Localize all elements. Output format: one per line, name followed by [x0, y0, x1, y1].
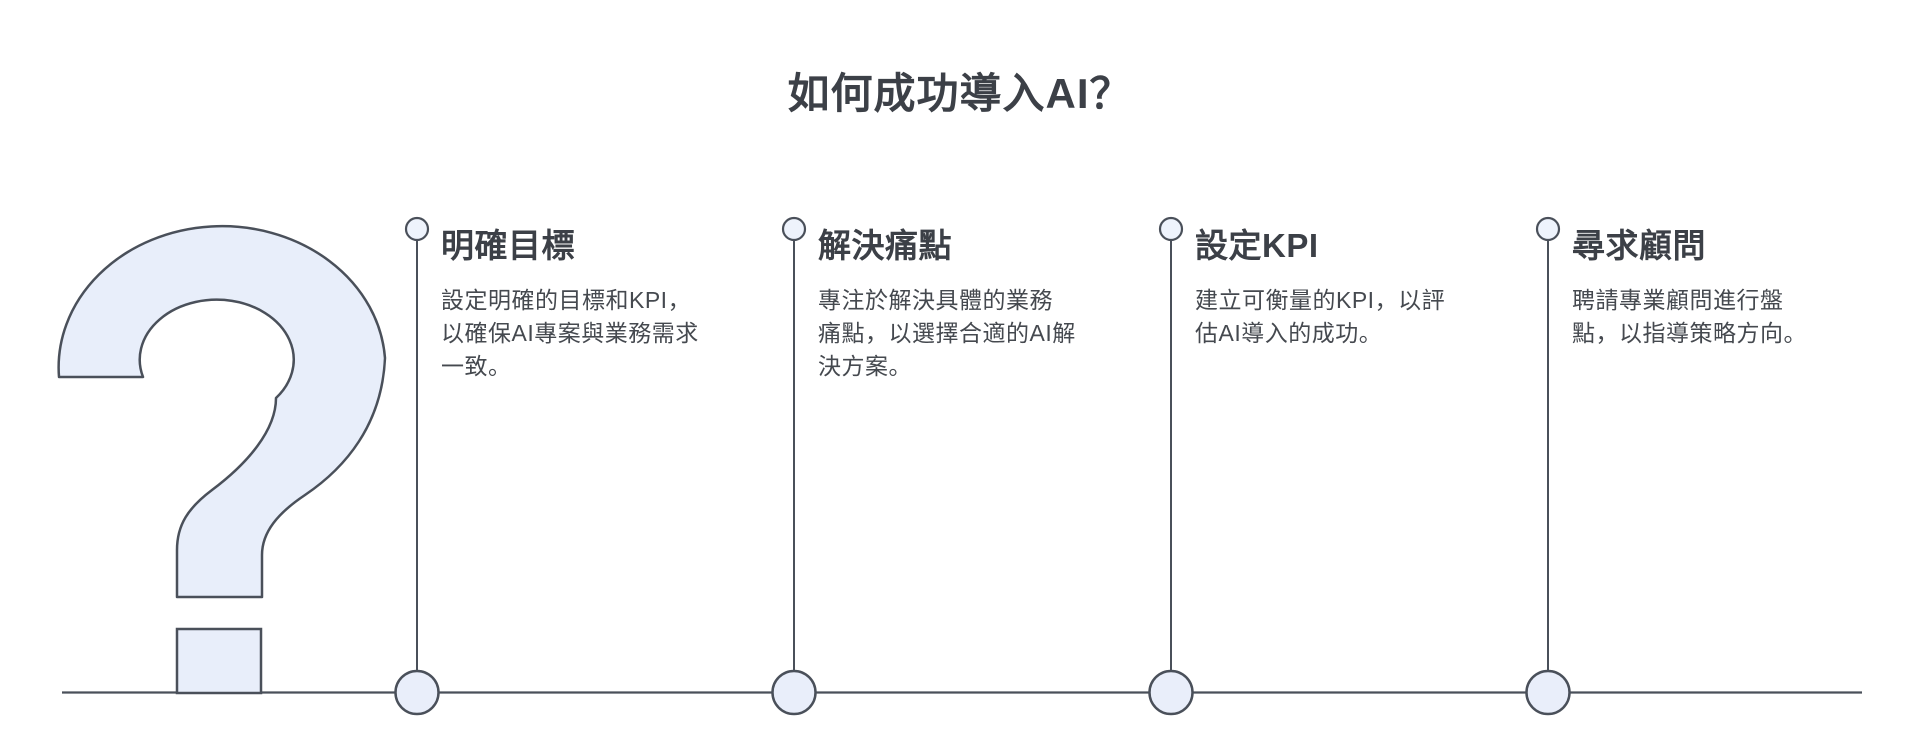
step4-top-node: [1535, 216, 1561, 242]
step-description: 設定明確的目標和KPI， 以確保AI專案與業務需求 一致。: [441, 287, 699, 380]
step-title: 明確目標: [441, 227, 575, 264]
page-title: 如何成功導入AI？: [787, 70, 1133, 117]
step1-bottom-node: [394, 669, 440, 716]
step-item-1: 明確目標 設定明確的目標和KPI， 以確保AI專案與業務需求 一致。: [441, 227, 761, 383]
step-title: 設定KPI: [1195, 227, 1319, 264]
step2-bottom-node: [771, 669, 817, 716]
question-mark-dot: [175, 627, 263, 695]
step-title: 尋求顧問: [1572, 227, 1706, 264]
step-title: 解決痛點: [818, 227, 952, 264]
step-description: 建立可衡量的KPI，以評 估AI導入的成功。: [1195, 287, 1446, 347]
question-mark-icon: [57, 224, 387, 599]
step4-bottom-node: [1525, 669, 1571, 716]
step1-top-node: [404, 216, 430, 242]
step-description: 聘請專業顧問進行盤 點，以指導策略方向。: [1572, 287, 1807, 347]
step2-top-node: [781, 216, 807, 242]
step3-bottom-node: [1148, 669, 1194, 716]
step-description: 專注於解決具體的業務 痛點，以選擇合適的AI解 決方案。: [818, 287, 1076, 380]
step-item-4: 尋求顧問 聘請專業顧問進行盤 點，以指導策略方向。: [1572, 227, 1892, 350]
step-item-3: 設定KPI 建立可衡量的KPI，以評 估AI導入的成功。: [1195, 227, 1515, 350]
step-item-2: 解決痛點 專注於解決具體的業務 痛點，以選擇合適的AI解 決方案。: [818, 227, 1138, 383]
step3-top-node: [1158, 216, 1184, 242]
